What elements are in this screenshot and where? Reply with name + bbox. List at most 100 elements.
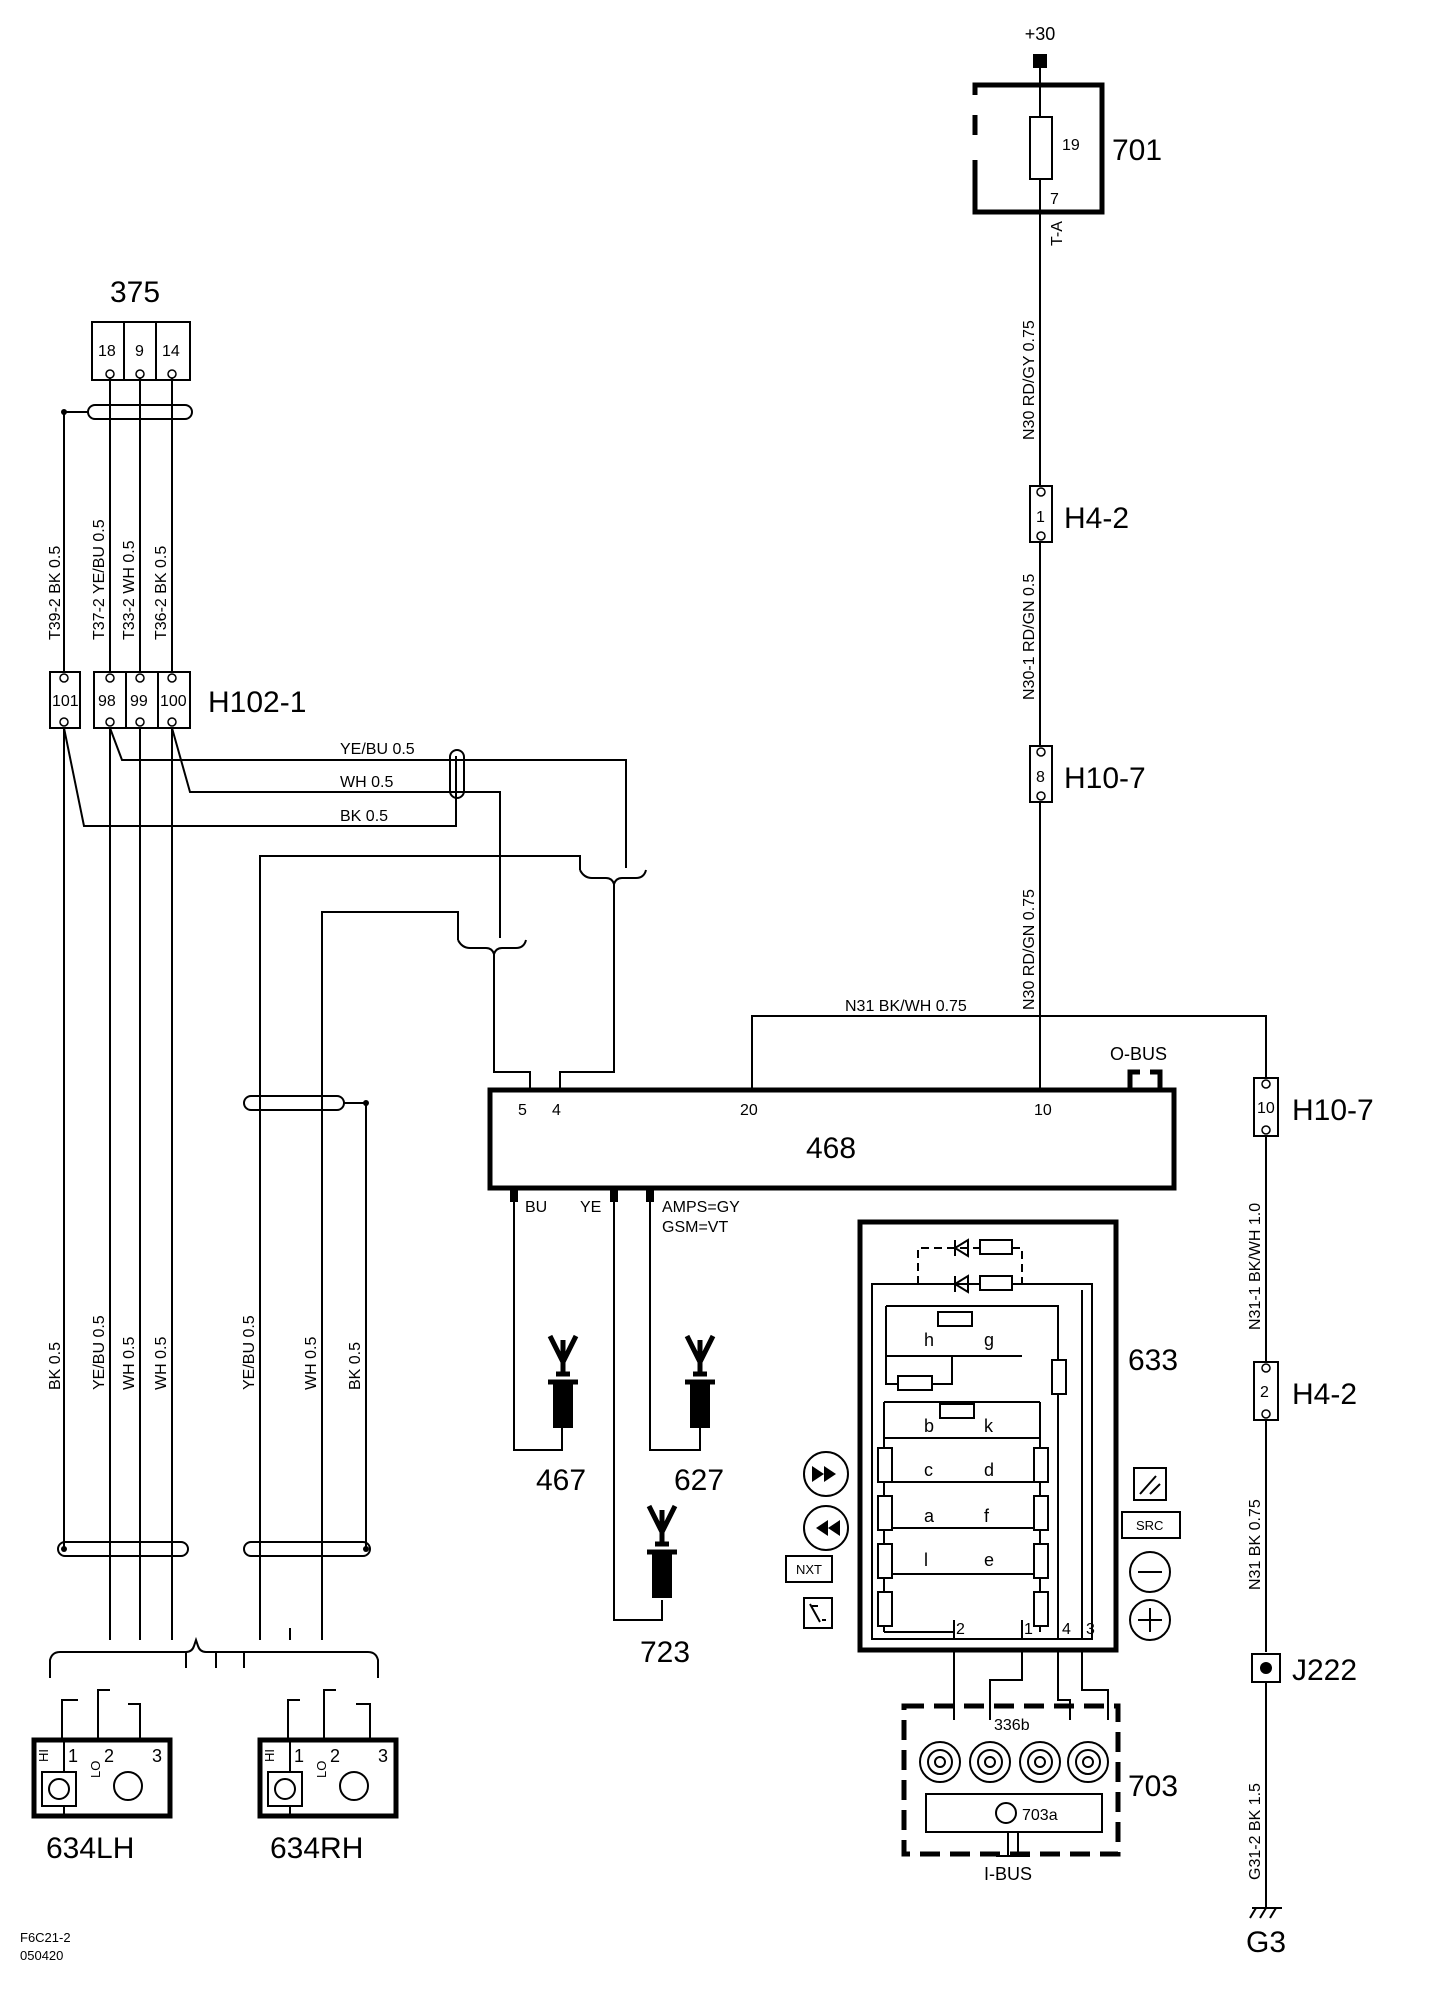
svg-text:H102-1: H102-1	[208, 686, 306, 719]
svg-text:100: 100	[160, 693, 187, 710]
svg-text:627: 627	[674, 1464, 724, 1497]
phone-icon	[803, 1597, 833, 1629]
component-375: 375 18 9 14	[91, 276, 191, 381]
svg-text:633: 633	[1128, 1344, 1178, 1377]
wire-h-wh: WH 0.5	[340, 774, 393, 791]
svg-text:18: 18	[98, 343, 116, 360]
footer-code: F6C21-2	[20, 1930, 71, 1945]
component-703: 703 336b 703a I-BUS	[901, 1703, 1178, 1884]
svg-text:G3: G3	[1246, 1926, 1286, 1959]
ground-g3: G3	[1246, 1907, 1286, 1959]
wire-t36: T36-2 BK 0.5	[153, 546, 170, 640]
svg-text:SRC: SRC	[1136, 1518, 1163, 1533]
svg-text:BU: BU	[525, 1199, 547, 1216]
wire-t39: T39-2 BK 0.5	[47, 546, 64, 640]
svg-text:H10-7: H10-7	[1292, 1094, 1374, 1127]
svg-text:7: 7	[1050, 191, 1059, 208]
wire-v-yebu1: YE/BU 0.5	[91, 1315, 108, 1390]
svg-text:H4-2: H4-2	[1292, 1378, 1357, 1411]
wire-n31: N31 BK 0.75	[1247, 1499, 1264, 1590]
svg-text:19: 19	[1062, 137, 1080, 154]
wire-n31-1: N31-1 BK/WH 1.0	[1247, 1203, 1264, 1330]
component-468: 5 4 20 10 468 O-BUS BU YE AMPS=GY GSM=VT	[487, 1044, 1177, 1236]
svg-text:1: 1	[1024, 1621, 1033, 1638]
svg-text:8: 8	[1036, 769, 1045, 786]
wire-n31-top: N31 BK/WH 0.75	[845, 998, 967, 1015]
wire-v-bk1: BK 0.5	[47, 1342, 64, 1390]
svg-text:14: 14	[162, 343, 180, 360]
svg-text:e: e	[984, 1550, 994, 1570]
svg-text:H4-2: H4-2	[1064, 502, 1129, 535]
fast-forward-icon	[803, 1451, 849, 1497]
svg-text:LO: LO	[314, 1761, 329, 1778]
svg-text:3: 3	[1086, 1621, 1095, 1638]
svg-text:634RH: 634RH	[270, 1832, 363, 1865]
wire-g31-2: G31-2 BK 1.5	[1247, 1783, 1264, 1880]
svg-text:l: l	[924, 1550, 928, 1570]
svg-text:703: 703	[1128, 1770, 1178, 1803]
svg-text:2: 2	[104, 1746, 114, 1766]
svg-text:g: g	[984, 1330, 994, 1350]
svg-text:4: 4	[552, 1102, 561, 1119]
footer-date: 050420	[20, 1948, 63, 1963]
component-468-label: 468	[806, 1132, 856, 1165]
svg-text:J222: J222	[1292, 1654, 1357, 1687]
wire-v-bk2: BK 0.5	[347, 1342, 364, 1390]
antenna-627: 627	[674, 1334, 724, 1497]
voice-icon	[1133, 1467, 1167, 1501]
antenna-467: 467	[536, 1334, 586, 1497]
svg-text:5: 5	[518, 1102, 527, 1119]
rewind-icon	[803, 1505, 849, 1551]
svg-text:1: 1	[1036, 509, 1045, 526]
svg-text:703a: 703a	[1022, 1807, 1058, 1824]
supply-30: +30	[1025, 24, 1056, 68]
supply-label: +30	[1025, 24, 1056, 44]
svg-text:HI: HI	[262, 1749, 277, 1762]
svg-text:d: d	[984, 1460, 994, 1480]
connector-h10-7-right: 10 H10-7	[1253, 1077, 1374, 1137]
wire-n30-1: N30-1 RD/GN 0.5	[1021, 574, 1038, 700]
wire-t37: T37-2 YE/BU 0.5	[91, 519, 108, 640]
svg-text:2: 2	[1260, 1384, 1269, 1401]
wire-n30-top: N30 RD/GY 0.75	[1021, 320, 1038, 440]
svg-text:723: 723	[640, 1636, 690, 1669]
svg-text:NXT: NXT	[796, 1562, 822, 1577]
svg-text:YE: YE	[580, 1199, 601, 1216]
minus-icon	[1129, 1551, 1171, 1593]
svg-text:2: 2	[956, 1621, 965, 1638]
svg-text:AMPS=GY: AMPS=GY	[662, 1199, 740, 1216]
src-button: SRC	[1121, 1511, 1181, 1539]
svg-text:10: 10	[1257, 1100, 1275, 1117]
connector-h4-2-top: 1 H4-2	[1029, 485, 1129, 543]
component-634rh: HI 1 2 3 LO 634RH	[257, 1689, 399, 1865]
component-701-label: 701	[1112, 134, 1162, 167]
svg-text:GSM=VT: GSM=VT	[662, 1219, 728, 1236]
svg-text:I-BUS: I-BUS	[984, 1864, 1032, 1884]
nxt-button: NXT	[785, 1555, 833, 1583]
antenna-723: 723	[640, 1504, 690, 1669]
svg-text:HI: HI	[36, 1749, 51, 1762]
o-bus-label: O-BUS	[1110, 1044, 1167, 1064]
svg-text:101: 101	[52, 693, 79, 710]
svg-text:T-A: T-A	[1049, 221, 1066, 246]
wire-h-bk: BK 0.5	[340, 808, 388, 825]
svg-text:634LH: 634LH	[46, 1832, 134, 1865]
connector-h4-2-right: 2 H4-2	[1253, 1361, 1357, 1421]
svg-text:10: 10	[1034, 1102, 1052, 1119]
svg-text:4: 4	[1062, 1621, 1071, 1638]
svg-text:1: 1	[294, 1746, 304, 1766]
component-701: 19 7 701 T-A	[972, 82, 1162, 246]
svg-text:1: 1	[68, 1746, 78, 1766]
svg-text:f: f	[984, 1506, 990, 1526]
wire-h-yebu: YE/BU 0.5	[340, 741, 415, 758]
svg-text:467: 467	[536, 1464, 586, 1497]
svg-text:c: c	[924, 1460, 933, 1480]
connector-h102-1: 101 98 99 100 H102-1	[49, 671, 306, 729]
plus-icon	[1129, 1599, 1171, 1641]
svg-text:a: a	[924, 1506, 935, 1526]
junction-j222: J222	[1251, 1653, 1357, 1687]
svg-text:k: k	[984, 1416, 994, 1436]
svg-text:H10-7: H10-7	[1064, 762, 1146, 795]
wire-v-wh2: WH 0.5	[153, 1337, 170, 1390]
